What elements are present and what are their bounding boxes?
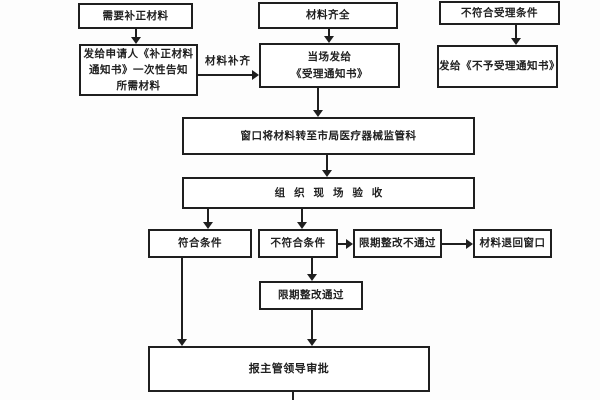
node-need-correction: 需要补正材料 xyxy=(78,3,193,29)
arrowhead-notmeet-to-rectifyfail xyxy=(346,239,353,249)
node-issue-acceptance-notice: 当场发给 《受理通知书》 xyxy=(259,43,400,88)
arrowhead-acceptance-to-transfer xyxy=(313,110,323,117)
arrowhead-notmeet-to-rectifypass xyxy=(307,274,317,281)
node-onsite-inspection: 组织现场验收 xyxy=(182,177,475,209)
arrowhead-rectifyfail-to-return xyxy=(466,239,473,249)
connector-report-to-next xyxy=(292,392,294,400)
connector-rectifyfail-to-return xyxy=(442,243,466,245)
node-not-meet-acceptance: 不符合受理条件 xyxy=(439,1,560,25)
connector-rectifypass-to-report xyxy=(311,310,313,339)
node-issue-correction-notice: 发给申请人《补正材料 通知书》一次性告知 所需材料 xyxy=(79,44,198,96)
node-issue-rejection-notice: 发给《不予受理通知书》 xyxy=(437,45,560,88)
arrowhead-meet-to-report xyxy=(177,339,187,346)
node-transfer-to-division: 窗口将材料转至市局医疗器械监管科 xyxy=(182,117,475,155)
arrowhead-notmeet-to-rejection-notice xyxy=(511,38,521,45)
node-meet-conditions: 符合条件 xyxy=(148,229,252,258)
node-not-meet-conditions: 不符合条件 xyxy=(258,229,338,258)
arrowhead-resupplied xyxy=(252,70,259,80)
arrowhead-rectifypass-to-report xyxy=(307,339,317,346)
connector-inspection-to-notmeet xyxy=(301,209,303,222)
connector-notmeet-to-rejection-notice xyxy=(515,25,517,38)
connector-complete-to-acceptance-notice xyxy=(328,29,330,36)
node-materials-complete: 材料齐全 xyxy=(258,2,398,29)
connector-meet-to-report xyxy=(181,258,183,339)
connector-inspection-to-meet xyxy=(207,209,209,222)
edge-label-materials-resupplied: 材料补齐 xyxy=(205,55,251,67)
node-report-leader-approval: 报主管领导审批 xyxy=(148,346,430,392)
node-materials-return: 材料退回窗口 xyxy=(473,229,552,258)
arrowhead-need-correction-to-notice xyxy=(131,37,141,44)
arrowhead-transfer-to-inspection xyxy=(322,170,332,177)
connector-resupplied xyxy=(198,74,252,76)
arrowhead-inspection-to-notmeet xyxy=(297,222,307,229)
arrowhead-complete-to-acceptance-notice xyxy=(324,36,334,43)
connector-notmeet-to-rectifyfail xyxy=(338,243,346,245)
node-rectify-fail: 限期整改不通过 xyxy=(353,229,442,258)
arrowhead-inspection-to-meet xyxy=(203,222,213,229)
connector-need-correction-to-notice xyxy=(135,29,137,37)
connector-notmeet-to-rectifypass xyxy=(311,258,313,274)
node-rectify-pass: 限期整改通过 xyxy=(259,281,363,310)
connector-acceptance-to-transfer xyxy=(317,88,319,110)
connector-transfer-to-inspection xyxy=(326,155,328,170)
